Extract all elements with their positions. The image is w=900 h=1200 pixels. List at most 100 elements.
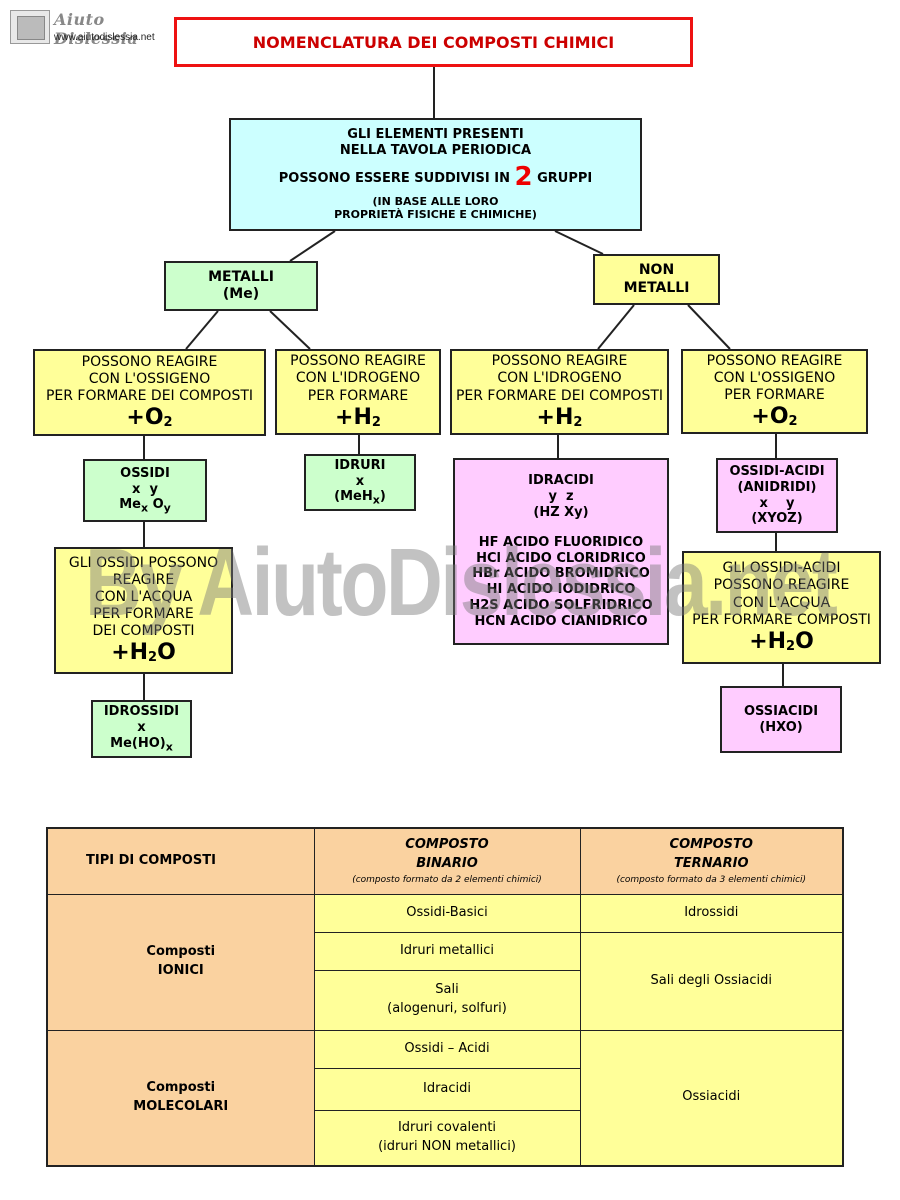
book-icon [10, 10, 50, 44]
header-ternario-sub: (composto formato da 3 elementi chimici) [616, 874, 807, 885]
reaction-formula: +O2 [126, 405, 172, 431]
ossiacidi-box: OSSIACIDI (HXO) [720, 686, 842, 753]
idracidi-formula: (HZ Xy) [533, 504, 589, 520]
cell-ossidi-acidi: Ossidi – Acidi [313, 1029, 581, 1069]
root-box: GLI ELEMENTI PRESENTI NELLA TAVOLA PERIO… [229, 118, 642, 231]
idracidi-list-item: HF ACIDO FLUORIDICO [478, 534, 644, 550]
header-binario-title: COMPOSTO [405, 836, 489, 852]
formula-subscript: 2 [786, 638, 796, 654]
idracidi-box: IDRACIDI y z (HZ Xy) HF ACIDO FLUORIDICO… [453, 458, 669, 645]
header-binario-title: BINARIO [416, 855, 478, 871]
cell-line: (alogenuri, solfuri) [387, 1001, 507, 1016]
formula-part: (MeH [334, 489, 373, 505]
ossidi-acqua-box: GLI OSSIDI POSSONO REAGIRE CON L'ACQUA P… [54, 547, 233, 674]
cell-sali: Sali (alogenuri, solfuri) [313, 969, 581, 1031]
connector-nonmetalli-ossigeno [687, 304, 731, 350]
idrossidi-vars: x [137, 720, 146, 735]
idrossidi-name: IDROSSIDI [103, 704, 180, 720]
idrossidi-formula: Me(HO)x [110, 736, 173, 754]
formula-subscript: y [163, 501, 171, 515]
formula-subscript: x [372, 493, 380, 507]
idracidi-list-item: H2S ACIDO SOLFRIDRICO [469, 598, 653, 614]
connector-metalli-ossigeno [185, 310, 219, 350]
logo-name: Aiuto Dislessia [54, 10, 139, 48]
cell-idrossidi: Idrossidi [579, 893, 844, 933]
logo-url[interactable]: www.aiutodislessia.net [54, 32, 155, 43]
table-row: Idracidi [47, 1067, 843, 1111]
cell-line: (idruri NON metallici) [378, 1138, 516, 1154]
root-line3: POSSONO ESSERE SUDDIVISI IN 2 GRUPPI [279, 162, 593, 194]
header-binario: COMPOSTO BINARIO (composto formato da 2 … [313, 827, 581, 895]
root-line1: GLI ELEMENTI PRESENTI [347, 127, 524, 143]
formula-main: +H [536, 404, 574, 430]
composti-table: TIPI DI COMPOSTI COMPOSTO BINARIO (compo… [46, 827, 844, 1167]
reaction-line: PER FORMARE [93, 606, 194, 623]
reaction-line: POSSONO REAGIRE [81, 353, 218, 370]
metalli-line2: (Me) [222, 286, 260, 302]
reaction-formula: +O2 [751, 404, 797, 430]
reaction-formula: +H2O [749, 629, 814, 655]
reaction-line: POSSONO REAGIRE [491, 353, 628, 370]
formula-part: +H [111, 640, 149, 666]
nonmetalli-line2: METALLI [623, 279, 690, 296]
idruri-formula: (MeHx) [334, 489, 386, 507]
ossidi-name: OSSIDI [120, 465, 170, 481]
root-number: 2 [514, 162, 533, 193]
header-tipi: TIPI DI COMPOSTI [46, 827, 315, 895]
category-label: Composti [146, 1079, 216, 1095]
reaction-line: DEI COMPOSTI [92, 623, 195, 640]
header-binario-sub: (composto formato da 2 elementi chimici) [352, 874, 542, 885]
reaction-line: GLI OSSIDI POSSONO [68, 554, 219, 571]
page-title: NOMENCLATURA DEI COMPOSTI CHIMICI [174, 17, 693, 67]
reaction-formula: +H2 [537, 405, 583, 431]
cell-ossidi-basici: Ossidi-Basici [313, 893, 581, 933]
cell-idruri-covalenti: Idruri covalenti (idruri NON metallici) [313, 1109, 581, 1167]
ossidi-vars: x y [132, 481, 158, 497]
root-line3-b: GRUPPI [537, 171, 593, 187]
metalli-line1: METALLI [208, 268, 274, 285]
root-line2: NELLA TAVOLA PERIODICA [339, 143, 532, 159]
cell-idruri-metallici: Idruri metallici [313, 931, 581, 971]
idruri-vars: x [355, 473, 365, 489]
reaction-line: PER FORMARE [724, 387, 825, 404]
header-tipi-label: TIPI DI COMPOSTI [86, 852, 216, 868]
nonmetalli-ossigeno-box: POSSONO REAGIRE CON L'OSSIGENO PER FORMA… [681, 349, 868, 434]
category-ionici: Composti IONICI [46, 893, 315, 1031]
category-molecolari: Composti MOLECOLARI [46, 1029, 315, 1167]
formula-part: O [148, 497, 164, 513]
ossidi-acidi-box: OSSIDI-ACIDI (ANIDRIDI) x y (XYOZ) [716, 458, 838, 533]
reaction-line: PER FORMARE DEI COMPOSTI [455, 387, 664, 404]
connector-root-nonmetalli [554, 230, 604, 255]
category-label: MOLECOLARI [133, 1098, 229, 1114]
nonmetalli-line1: NON [638, 262, 675, 279]
table-row: Sali (alogenuri, solfuri) [47, 969, 843, 1031]
formula-main: +O [751, 404, 789, 430]
ossidi-formula: Mex Oy [119, 497, 171, 515]
idracidi-list-item: HI ACIDO IODIDRICO [486, 582, 636, 598]
formula-part: Me(HO) [110, 735, 166, 751]
cell-idracidi: Idracidi [313, 1067, 581, 1111]
table-row: Idruri covalenti (idruri NON metallici) [47, 1109, 843, 1167]
formula-part: O [157, 640, 176, 666]
formula-subscript: 2 [788, 414, 798, 430]
formula-part: ) [379, 489, 386, 505]
ossidi-acidi-line1: OSSIDI-ACIDI [729, 463, 825, 479]
formula-subscript: 2 [148, 650, 158, 666]
idracidi-list-item: HCl ACIDO CLORIDRICO [476, 550, 646, 566]
formula-part: O [795, 628, 814, 654]
site-logo[interactable]: Aiuto Dislessia www.aiutodislessia.net [10, 8, 168, 50]
idracidi-name: IDRACIDI [528, 473, 594, 489]
idrossidi-box: IDROSSIDI x Me(HO)x [91, 700, 192, 758]
nonmetalli-box: NON METALLI [593, 254, 720, 305]
root-line4: (IN BASE ALLE LORO [372, 194, 499, 208]
metalli-ossigeno-box: POSSONO REAGIRE CON L'OSSIGENO PER FORMA… [33, 349, 266, 436]
formula-subscript: 2 [163, 415, 173, 431]
idracidi-vars: y z [548, 488, 574, 504]
table-header-row: TIPI DI COMPOSTI COMPOSTO BINARIO (compo… [46, 827, 844, 895]
formula-subscript: 2 [573, 414, 583, 430]
reaction-line: GLI OSSIDI-ACIDI [722, 560, 841, 577]
reaction-line: POSSONO REAGIRE [706, 352, 843, 369]
formula-subscript: x [165, 740, 173, 754]
reaction-formula: +H2O [111, 640, 176, 666]
reaction-line: CON L'OSSIGENO [88, 370, 211, 387]
